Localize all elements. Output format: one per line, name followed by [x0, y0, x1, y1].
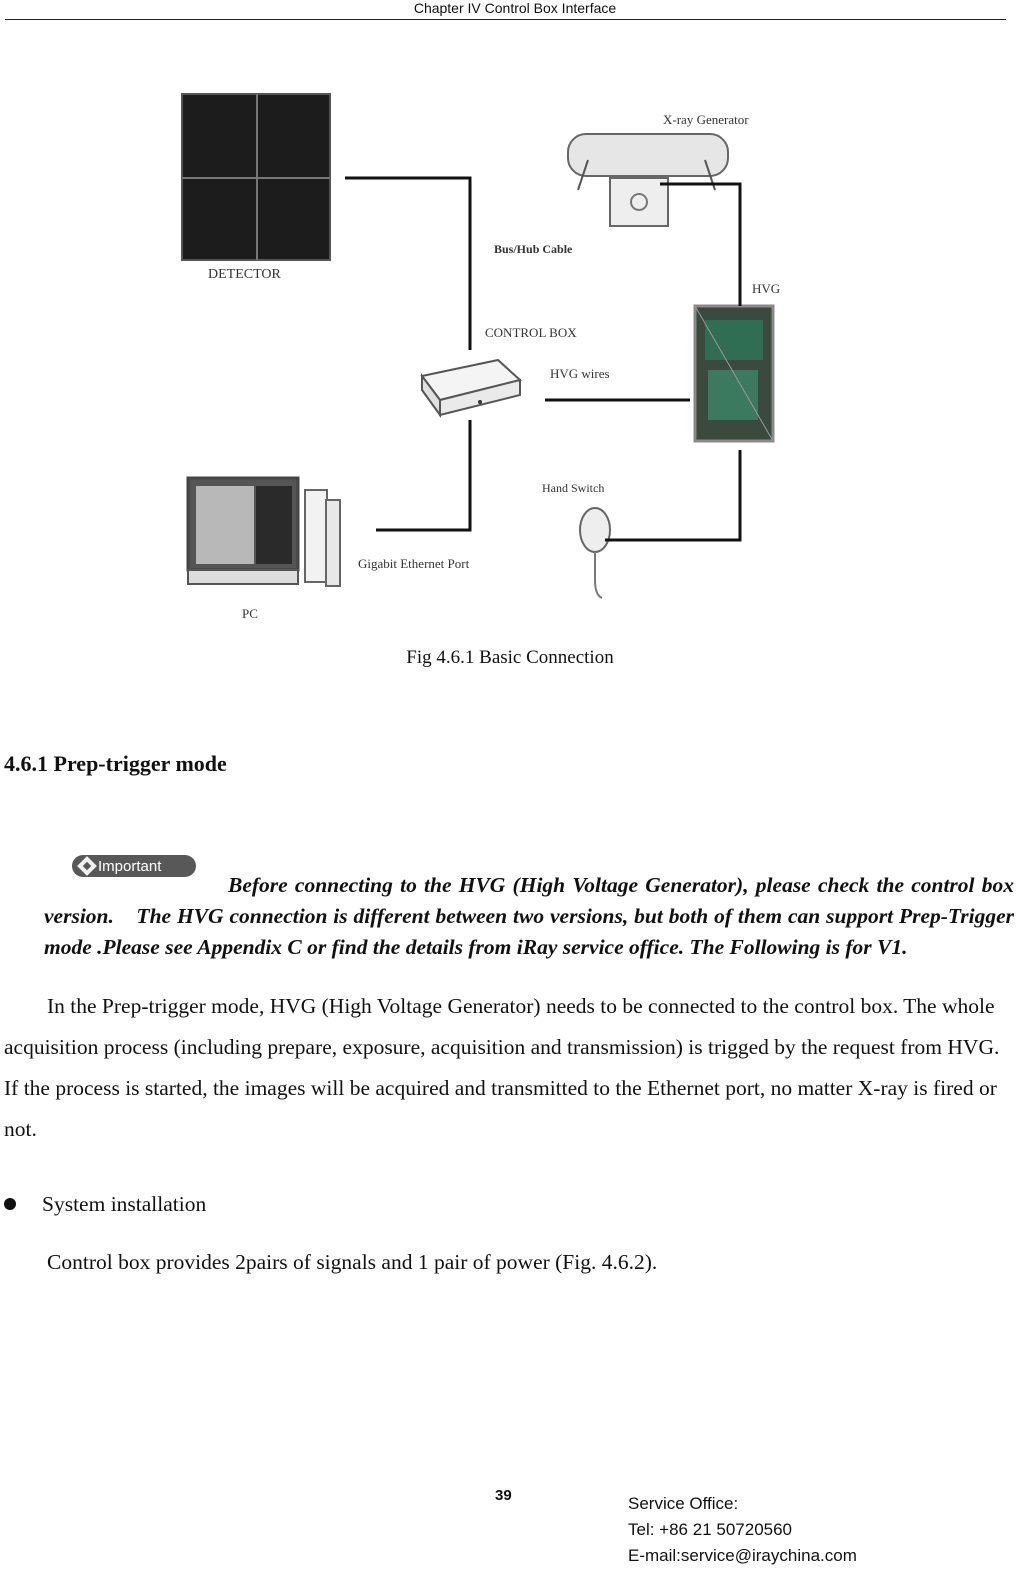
pc-label: PC — [242, 606, 258, 621]
bullet-item: System installation — [4, 1192, 206, 1217]
bullet-icon — [4, 1198, 16, 1211]
hvg-image — [693, 304, 775, 443]
detector-image — [181, 93, 331, 261]
service-office-block: Service Office: Tel: +86 21 50720560 E-m… — [628, 1491, 857, 1569]
service-email: E-mail:service@iraychina.com — [628, 1546, 857, 1565]
control-box-label: CONTROL BOX — [485, 325, 577, 340]
ethernet-port-label: Gigabit Ethernet Port — [358, 556, 470, 571]
important-badge-label: Important — [98, 857, 162, 875]
basic-connection-figure: DETECTOR X-ray Generator HVG CONTROL BOX — [140, 70, 840, 650]
hvg-wires-label: HVG wires — [550, 366, 610, 381]
page-number: 39 — [495, 1487, 512, 1504]
detector-label: DETECTOR — [208, 267, 282, 282]
important-badge: Important — [72, 855, 196, 877]
hand-switch-label: Hand Switch — [542, 481, 604, 495]
sub-paragraph: Control box provides 2pairs of signals a… — [47, 1250, 658, 1274]
page-header-title: Chapter IV Control Box Interface — [413, 0, 617, 16]
connection-lines — [345, 176, 742, 542]
xray-generator-label: X-ray Generator — [663, 112, 749, 127]
service-tel: Tel: +86 21 50720560 — [628, 1520, 793, 1539]
connection-diagram: DETECTOR X-ray Generator HVG CONTROL BOX — [181, 93, 780, 621]
control-box-image — [420, 358, 523, 419]
hand-switch-image — [579, 507, 611, 599]
hvg-label: HVG — [752, 281, 780, 296]
important-note: Before connecting to the HVG (High Volta… — [44, 873, 1014, 959]
body-paragraph: In the Prep-trigger mode, HVG (High Volt… — [4, 994, 1000, 1141]
service-office-title: Service Office: — [628, 1494, 739, 1513]
figure-caption: Fig 4.6.1 Basic Connection — [406, 647, 614, 668]
bullet-text: System installation — [42, 1192, 207, 1216]
pc-image — [186, 476, 341, 587]
header-rule — [5, 19, 1006, 20]
section-heading: 4.6.1 Prep-trigger mode — [4, 751, 227, 776]
bus-cable-label: Bus/Hub Cable — [494, 242, 573, 256]
xray-generator-image — [567, 133, 729, 227]
